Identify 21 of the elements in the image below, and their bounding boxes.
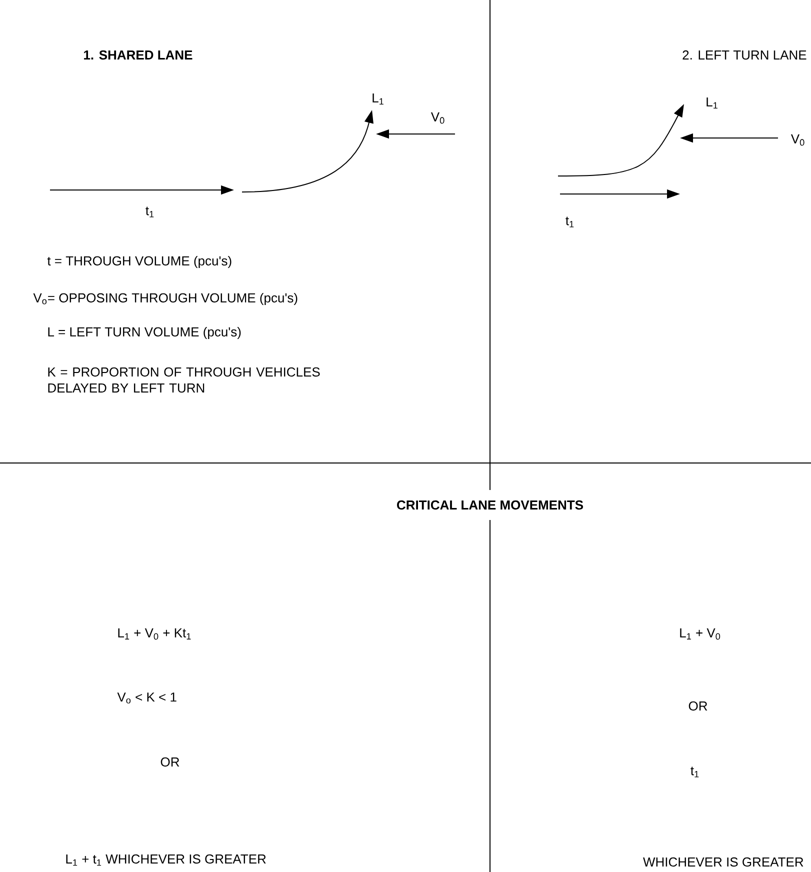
- section-heading: 1. SHARED LANE: [84, 50, 192, 60]
- movement-label: V$_{0}$: [430, 112, 444, 124]
- movement-label: V$_{0}$: [790, 134, 804, 146]
- formula-text: OR: [688, 701, 708, 711]
- movement-label: t$_{1}$: [566, 216, 574, 228]
- movement-label: t$_{1}$: [146, 206, 154, 218]
- formula-text: L$_{1}$ + V$_{0}$ + Kt$_{1}$: [118, 628, 191, 640]
- formula-text: L$_{1}$ + V$_{0}$: [680, 628, 720, 640]
- section-heading: 2. LEFT TURN LANE: [682, 50, 806, 60]
- definition-text: K = PROPORTION OF THROUGH VEHICLES DELAYED BY LEFT TURN: [48, 367, 320, 393]
- definition-text: L = LEFT TURN VOLUME (pcu's): [48, 326, 241, 340]
- formula-text: WHICHEVER IS GREATER: [643, 857, 804, 867]
- movement-label: L$_{1}$: [372, 93, 384, 105]
- formula-text: L$_{1}$ + t$_{1}$ WHICHEVER IS GREATER: [66, 854, 266, 866]
- formula-text: V$_{o}$ < K < 1: [117, 692, 176, 704]
- definition-text: t = THROUGH VOLUME (pcu's): [47, 256, 232, 268]
- section-title: CRITICAL LANE MOVEMENTS: [397, 500, 584, 510]
- formula-text: t$_{1}$: [690, 766, 699, 778]
- formula-text: OR: [160, 757, 180, 767]
- definition-text: V$_{o}$= OPPOSING THROUGH VOLUME (pcu's): [33, 292, 298, 306]
- movement-label: L$_{1}$: [706, 97, 718, 109]
